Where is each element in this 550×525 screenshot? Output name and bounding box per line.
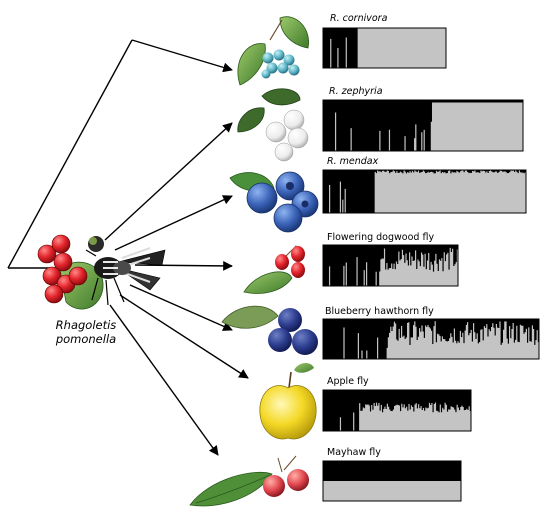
snowberry-white-icon [237,88,309,162]
ancestry-plot-blueberry_hawthorn [322,318,540,360]
label-r-mendax: R. mendax [327,156,379,167]
blueberry-icon [229,171,319,233]
ancestral-branch [7,39,133,269]
ancestry-plot-apple [322,389,472,432]
ancestry-plot-mayhaw [322,460,462,502]
ancestry-plot-mendax [322,169,527,214]
ancestry-plot-cornivora [322,27,447,69]
hawthorn-origin-icon [37,234,104,310]
blueberry-hawthorn-icon [221,305,318,355]
origin-genus: Rhagoletis [55,318,117,332]
snowberry-blue-icon [237,16,309,86]
label-flowering-dogwood-fly: Flowering dogwood fly [327,232,435,243]
label-mayhaw-fly: Mayhaw fly [327,447,381,458]
origin-species: pomonella [55,332,117,346]
label-r-cornivora: R. cornivora [330,13,388,24]
label-r-zephyria: R. zephyria [329,86,383,97]
ancestry-plot-zephyria [322,99,524,152]
label-apple-fly: Apple fly [327,376,369,387]
host-shift-arrows [104,39,249,456]
fly-icon [85,236,166,306]
origin-species-label: Rhagoletis pomonella [38,318,134,346]
ancestry-plot-dogwood [322,244,459,287]
label-blueberry-hawthorn-fly: Blueberry hawthorn fly [325,306,434,317]
dogwood-icon [243,245,305,294]
apple-icon [259,363,317,440]
mayhaw-icon [189,455,309,507]
